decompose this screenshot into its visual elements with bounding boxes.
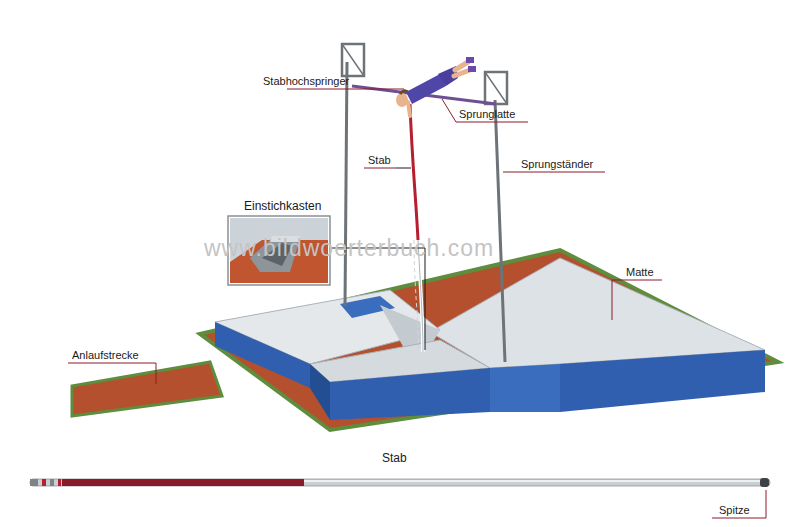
part-label: Stabhochspringer (261, 75, 351, 88)
part-label: Einstichkasten (242, 200, 323, 213)
part-label: Anlaufstrecke (70, 349, 141, 362)
part-label: Stab (366, 154, 393, 167)
part-label: Sprungständer (519, 158, 595, 171)
watermark: www.bildwoerterbuch.com (204, 235, 494, 261)
part-label: Spitze (717, 504, 752, 517)
part-label: Matte (624, 266, 656, 279)
part-label: Sprunglatte (457, 108, 517, 121)
part-label: Stab (380, 452, 409, 465)
